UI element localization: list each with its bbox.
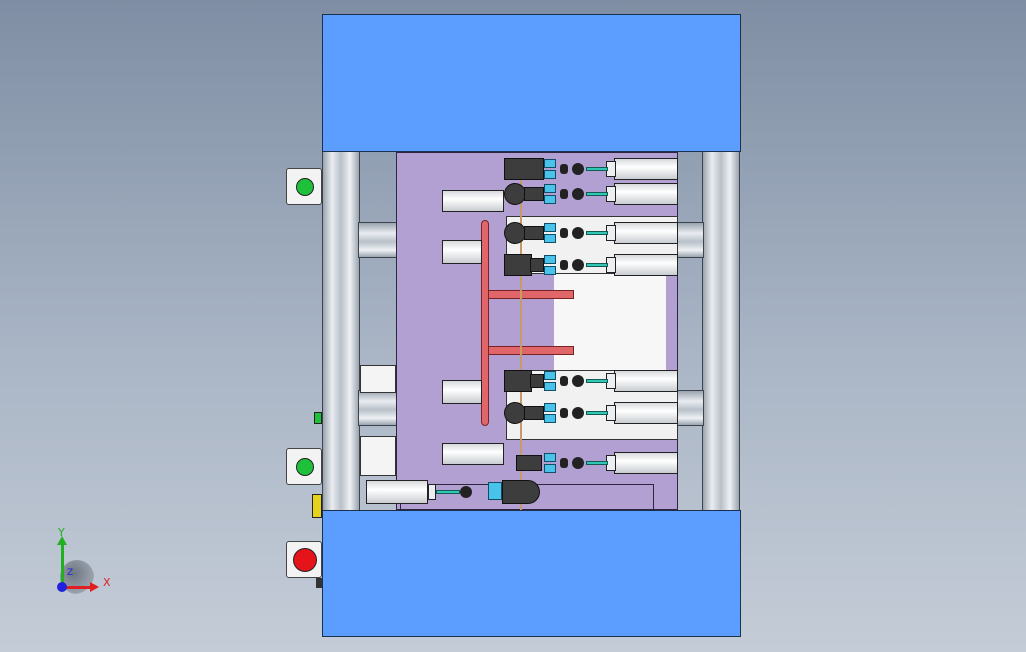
green-lamp-icon	[296, 178, 314, 196]
clamp-jaw-1	[504, 158, 544, 180]
rod-nut-5	[572, 375, 584, 387]
guide-bar-upper	[488, 290, 574, 299]
y-axis-line	[61, 542, 64, 586]
right-cylinder-3	[614, 222, 678, 244]
left-cylinder-3	[442, 380, 482, 404]
rod-nut-b-5	[560, 376, 568, 386]
air-fitting-lower-1	[544, 170, 556, 179]
rod-nut-4	[572, 259, 584, 271]
top-clamp-block	[322, 14, 741, 152]
axis-triad: Y X Z	[40, 526, 120, 600]
air-fitting-4	[544, 255, 556, 264]
piston-rod-3	[586, 231, 608, 235]
right-cylinder-4	[614, 254, 678, 276]
right-cylinder-2	[614, 183, 678, 205]
air-fitting-2	[544, 184, 556, 193]
bottom-left-cylinder	[366, 480, 428, 504]
clamp-jaw-4	[504, 254, 532, 276]
left-spacer-lower	[360, 436, 396, 476]
rod-nut-6	[572, 407, 584, 419]
air-fitting-lower-3	[544, 234, 556, 243]
rod-nut-b-2	[560, 189, 568, 199]
right-cylinder-5	[614, 370, 678, 392]
left-vertical-rail	[322, 150, 360, 512]
green-button-top[interactable]	[286, 168, 322, 205]
clamp-arm-5	[530, 374, 544, 388]
plate-white-region	[554, 272, 666, 372]
left-spacer-upper	[360, 365, 396, 393]
clamp-jaw-7	[516, 455, 542, 471]
rod-nut-7	[572, 457, 584, 469]
guide-bar-lower	[488, 346, 574, 355]
bottom-clamp-block	[322, 510, 741, 637]
rod-nut-2	[572, 188, 584, 200]
piston-rod-4	[586, 263, 608, 267]
piston-rod-1	[586, 167, 608, 171]
guide-rod-vertical	[481, 220, 489, 426]
green-indicator-tab	[314, 412, 322, 424]
air-fitting-lower-4	[544, 266, 556, 275]
right-vertical-rail	[702, 150, 740, 512]
bottom-left-fitting	[488, 482, 502, 500]
bottom-left-cylinder-cap	[428, 484, 436, 500]
clamp-arm-2	[524, 187, 544, 201]
z-axis-label: Z	[67, 568, 74, 578]
yellow-indicator-tab	[312, 494, 322, 518]
air-fitting-lower-5	[544, 382, 556, 391]
rod-nut-b-3	[560, 228, 568, 238]
left-cylinder-2	[442, 240, 482, 264]
clamp-jaw-3	[504, 222, 526, 244]
air-fitting-lower-6	[544, 414, 556, 423]
x-axis-arrow-icon	[90, 582, 99, 592]
sensor-line-vertical	[520, 180, 522, 510]
green-lamp-icon	[296, 458, 314, 476]
rod-nut-3	[572, 227, 584, 239]
air-fitting-7	[544, 453, 556, 462]
bottom-left-rod	[436, 490, 460, 494]
bottom-left-nut	[460, 486, 472, 498]
z-axis-dot-icon	[57, 582, 67, 592]
y-axis-label: Y	[58, 526, 65, 539]
air-fitting-6	[544, 403, 556, 412]
piston-rod-5	[586, 379, 608, 383]
right-cylinder-1	[614, 158, 678, 180]
clamp-jaw-5	[504, 370, 532, 392]
clamp-arm-6	[524, 406, 544, 420]
clamp-arm-4	[530, 258, 544, 272]
piston-rod-6	[586, 411, 608, 415]
rod-nut-b-1	[560, 164, 568, 174]
rod-nut-b-4	[560, 260, 568, 270]
y-axis-arrow-icon	[57, 536, 67, 545]
left-cylinder-1	[442, 190, 504, 212]
bottom-left-clamp	[502, 480, 540, 504]
right-cylinder-6	[614, 402, 678, 424]
left-cylinder-4	[442, 443, 504, 465]
air-fitting-3	[544, 223, 556, 232]
green-button-middle[interactable]	[286, 448, 322, 485]
red-button-bottom[interactable]	[286, 541, 322, 578]
piston-rod-2	[586, 192, 608, 196]
dark-connector-tab	[316, 578, 322, 588]
clamp-arm-3	[524, 226, 544, 240]
clamp-jaw-2	[504, 183, 526, 205]
red-lamp-icon	[293, 548, 317, 572]
air-fitting-1	[544, 159, 556, 168]
rod-nut-b-6	[560, 408, 568, 418]
x-axis-label: X	[103, 576, 111, 589]
piston-rod-7	[586, 461, 608, 465]
x-axis-line	[63, 586, 91, 589]
air-fitting-5	[544, 371, 556, 380]
clamp-jaw-6	[504, 402, 526, 424]
rod-nut-b-7	[560, 458, 568, 468]
rod-nut-1	[572, 163, 584, 175]
air-fitting-lower-2	[544, 195, 556, 204]
air-fitting-lower-7	[544, 464, 556, 473]
right-cylinder-7	[614, 452, 678, 474]
